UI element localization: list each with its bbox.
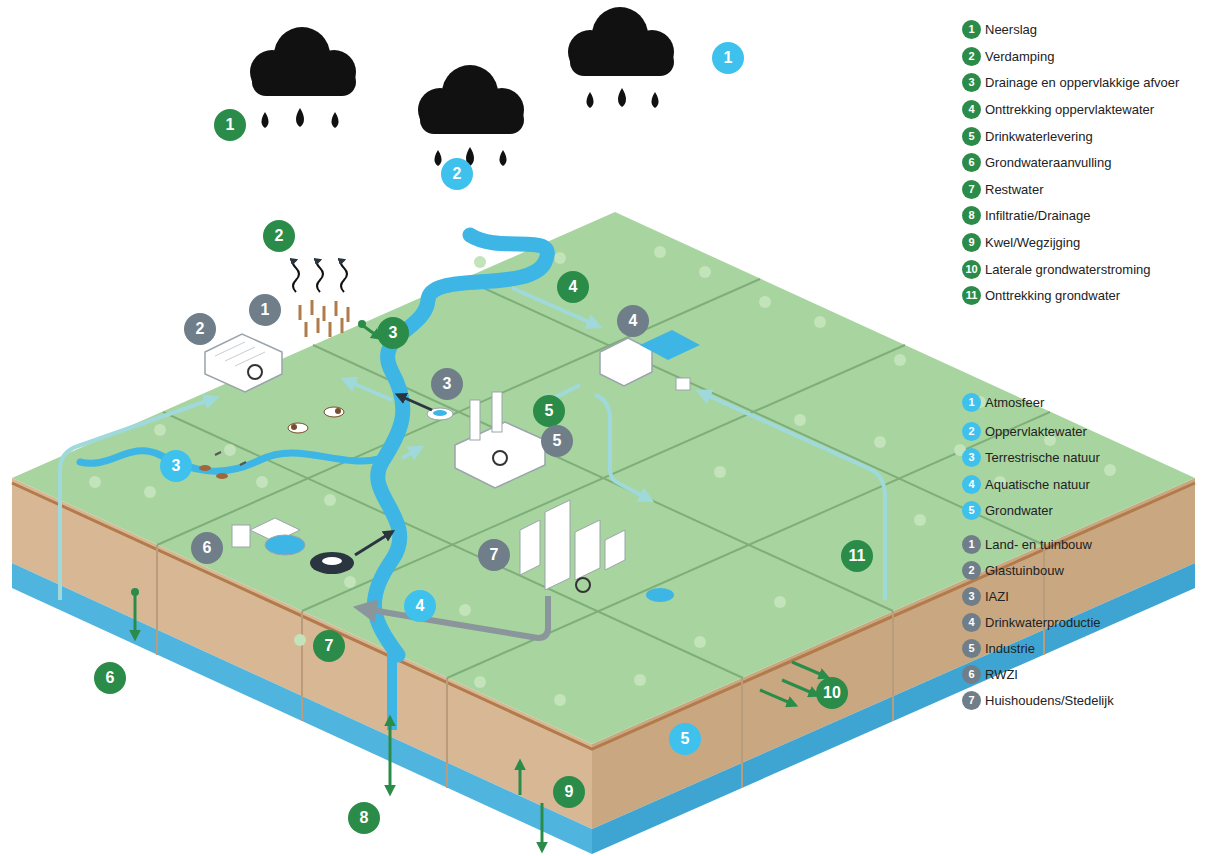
legend-number: 11 (966, 289, 978, 301)
legend-text: Huishoudens/Stedelijk (985, 692, 1114, 709)
legend-text: IAZI (985, 588, 1009, 605)
legend-number: 5 (968, 642, 974, 654)
callout-number: 4 (404, 590, 436, 622)
legend-text: Oppervlaktewater (985, 423, 1087, 440)
legend-swatch: 4 (962, 100, 981, 119)
legend-text: Laterale grondwaterstroming (985, 261, 1150, 278)
legend-number: 7 (968, 183, 974, 195)
legend-swatch: 4 (962, 475, 981, 494)
legend-swatch: 8 (962, 206, 981, 225)
legend-text: Glastuinbouw (985, 562, 1064, 579)
legend-swatch: 6 (962, 665, 981, 684)
legend-number: 9 (968, 236, 974, 248)
legend-text: Kwel/Wegzijging (985, 234, 1080, 251)
legend-number: 7 (968, 694, 974, 706)
callout-number: 7 (313, 630, 345, 662)
legend-swatch: 3 (962, 587, 981, 606)
legend-text: Drainage en oppervlakkige afvoer (985, 74, 1179, 91)
legend-text: Industrie (985, 640, 1035, 657)
legend-swatch: 5 (962, 501, 981, 520)
legend-number: 2 (968, 50, 974, 62)
legend-swatch: 2 (962, 47, 981, 66)
legend-text: Onttrekking oppervlaktewater (985, 101, 1154, 118)
legend-number: 3 (968, 451, 974, 463)
legend-swatch: 1 (962, 393, 981, 412)
legend-text: Neerslag (985, 21, 1037, 38)
legend-text: RWZI (985, 666, 1018, 683)
callout-number: 1 (712, 42, 744, 74)
legend-swatch: 3 (962, 73, 981, 92)
legend-text: Atmosfeer (985, 394, 1044, 411)
legend-number: 2 (968, 564, 974, 576)
legend-text: Restwater (985, 181, 1044, 198)
legend-swatch: 2 (962, 422, 981, 441)
legend-swatch: 1 (962, 20, 981, 39)
legend-number: 10 (965, 263, 977, 275)
callout-number: 2 (263, 220, 295, 252)
callout-number: 3 (431, 368, 463, 400)
callout-number: 2 (184, 313, 216, 345)
callout-number: 6 (94, 662, 126, 694)
legend-swatch: 6 (962, 153, 981, 172)
callout-number: 5 (669, 723, 701, 755)
legend-swatch: 2 (962, 561, 981, 580)
legend-swatch: 3 (962, 448, 981, 467)
callout-number: 11 (841, 540, 873, 572)
callout-number: 5 (533, 395, 565, 427)
legend-text: Grondwateraanvulling (985, 154, 1111, 171)
legend-number: 6 (968, 668, 974, 680)
legend-number: 4 (968, 478, 974, 490)
legend-swatch: 9 (962, 233, 981, 252)
legend-swatch: 7 (962, 180, 981, 199)
legend-text: Grondwater (985, 502, 1053, 519)
legend-text: Infiltratie/Drainage (985, 207, 1091, 224)
callout-number: 6 (191, 532, 223, 564)
legend-number: 4 (968, 103, 974, 115)
legend-swatch: 5 (962, 127, 981, 146)
callout-number: 4 (617, 305, 649, 337)
callout-number: 4 (557, 271, 589, 303)
legend-text: Terrestrische natuur (985, 449, 1100, 466)
legend-number: 1 (968, 23, 974, 35)
legend-swatch: 5 (962, 639, 981, 658)
legend-number: 4 (968, 616, 974, 628)
legend-text: Onttrekking grondwater (985, 287, 1120, 304)
legend-text: Drinkwaterproductie (985, 614, 1101, 631)
legend-swatch: 1 (962, 535, 981, 554)
legend-text: Drinkwaterlevering (985, 128, 1093, 145)
callout-number: 8 (348, 802, 380, 834)
callout-number: 3 (377, 317, 409, 349)
legend-number: 5 (968, 130, 974, 142)
legend-swatch: 10 (962, 260, 981, 279)
legend-text: Verdamping (985, 48, 1054, 65)
callout-number: 10 (816, 677, 848, 709)
legend-text: Aquatische natuur (985, 476, 1090, 493)
callout-number: 3 (160, 450, 192, 482)
legend-number: 5 (968, 504, 974, 516)
legend-number: 1 (968, 538, 974, 550)
legend-number: 1 (968, 396, 974, 408)
legend-number: 2 (968, 425, 974, 437)
callout-number: 9 (553, 776, 585, 808)
legend-swatch: 11 (962, 286, 981, 305)
callout-number: 7 (478, 539, 510, 571)
legend-swatch: 7 (962, 691, 981, 710)
legend-number: 3 (968, 76, 974, 88)
legend-number: 6 (968, 156, 974, 168)
callout-number: 1 (214, 109, 246, 141)
legend-number: 3 (968, 590, 974, 602)
legend-number: 8 (968, 209, 974, 221)
legend-swatch: 4 (962, 613, 981, 632)
callout-number: 2 (441, 158, 473, 190)
legend-text: Land- en tuinbouw (985, 536, 1092, 553)
callout-number: 1 (249, 294, 281, 326)
callout-number: 5 (541, 425, 573, 457)
